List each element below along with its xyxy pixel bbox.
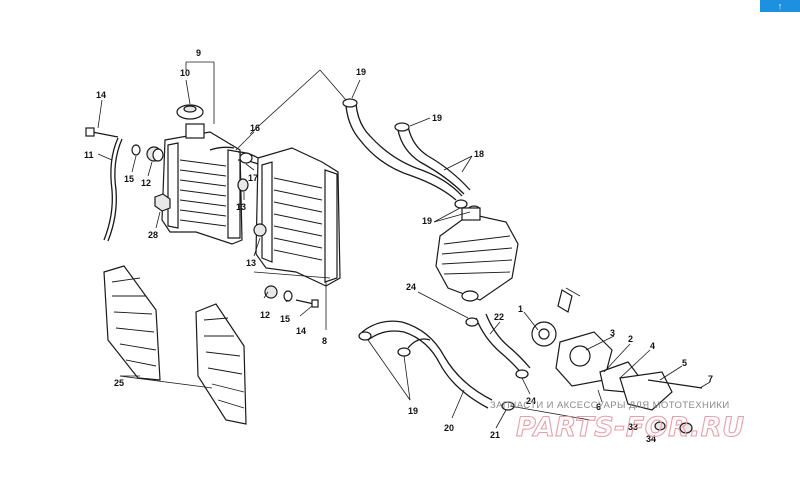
callout-4: 4 bbox=[650, 341, 655, 351]
callout-24-cylinder: 24 bbox=[406, 282, 416, 292]
watermark-tagline: ЗАПЧАСТИ И АКСЕССУАРЫ ДЛЯ МОТОТЕХНИКИ bbox=[490, 400, 730, 411]
callout-11: 11 bbox=[84, 150, 94, 160]
washer-left bbox=[131, 144, 141, 156]
upper-hoses bbox=[342, 98, 481, 215]
callout-19-top: 19 bbox=[356, 67, 366, 77]
callout-13-upper: 13 bbox=[236, 202, 246, 212]
lower-hoses bbox=[358, 313, 531, 411]
callout-1: 1 bbox=[518, 304, 523, 314]
callouts: 9 10 14 11 15 12 16 17 13 28 13 19 19 18… bbox=[84, 48, 713, 444]
callout-14-top: 14 bbox=[96, 90, 106, 100]
callout-18: 18 bbox=[474, 149, 484, 159]
grommet-12b bbox=[264, 285, 278, 299]
water-pump bbox=[531, 287, 703, 411]
callout-10: 10 bbox=[180, 68, 190, 78]
radiator-guards bbox=[103, 265, 247, 425]
callout-12-left: 12 bbox=[141, 178, 151, 188]
callout-28: 28 bbox=[148, 230, 158, 240]
callout-7: 7 bbox=[708, 374, 713, 384]
left-radiator bbox=[161, 104, 243, 245]
grommet-13a bbox=[237, 178, 249, 192]
callout-9: 9 bbox=[196, 48, 201, 58]
grommet-13b bbox=[253, 223, 267, 237]
watermark: ЗАПЧАСТИ И АКСЕССУАРЫ ДЛЯ МОТОТЕХНИКИ PA… bbox=[490, 400, 745, 444]
callout-22: 22 bbox=[494, 312, 504, 322]
fitting-17 bbox=[239, 152, 253, 164]
callout-20: 20 bbox=[444, 423, 454, 433]
callout-24-pump: 24 bbox=[526, 396, 536, 406]
corner-tab[interactable]: ↑ bbox=[760, 0, 800, 12]
callout-3: 3 bbox=[610, 328, 615, 338]
callout-8: 8 bbox=[322, 336, 327, 346]
callout-6: 6 bbox=[596, 402, 601, 412]
callout-13-lower: 13 bbox=[246, 258, 256, 268]
washer-15b bbox=[283, 290, 293, 302]
callout-14-right: 14 bbox=[296, 326, 306, 336]
callout-34: 34 bbox=[646, 434, 656, 444]
callout-15-right: 15 bbox=[280, 314, 290, 324]
callout-15-left: 15 bbox=[124, 174, 134, 184]
callout-19-lower: 19 bbox=[408, 406, 418, 416]
callout-5: 5 bbox=[682, 358, 687, 368]
callout-16: 16 bbox=[250, 123, 260, 133]
callout-25: 25 bbox=[114, 378, 124, 388]
callout-33: 33 bbox=[628, 422, 638, 432]
callout-19-cylinder: 19 bbox=[422, 216, 432, 226]
callout-19-upper-hose: 19 bbox=[432, 113, 442, 123]
bolt-left bbox=[85, 127, 119, 138]
nut-28 bbox=[154, 193, 171, 212]
bolt-14b bbox=[295, 299, 315, 305]
callout-21: 21 bbox=[490, 430, 500, 440]
bolt-34 bbox=[679, 422, 693, 434]
watermark-logo: PARTS-FOR.RU bbox=[516, 412, 745, 443]
callout-2: 2 bbox=[628, 334, 633, 344]
callout-17: 17 bbox=[248, 173, 258, 183]
seal-33 bbox=[654, 421, 666, 431]
cylinder bbox=[435, 207, 519, 302]
right-radiator bbox=[237, 147, 341, 287]
overflow-tube bbox=[103, 137, 119, 241]
callout-12-right: 12 bbox=[260, 310, 270, 320]
leader-lines bbox=[97, 61, 711, 429]
